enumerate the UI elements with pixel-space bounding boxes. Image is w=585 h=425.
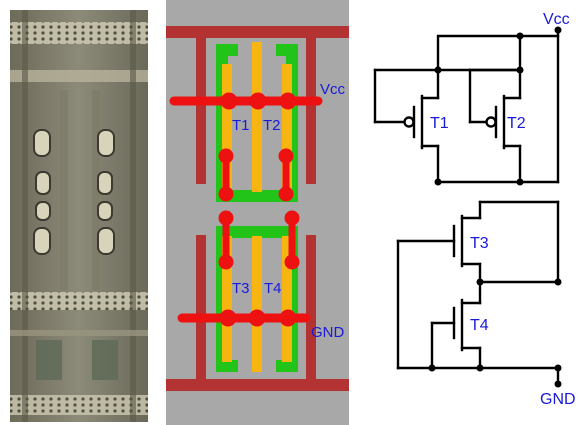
schematic-vcc-label: Vcc <box>543 11 570 28</box>
schematic-t2-label: T2 <box>507 115 526 132</box>
schematic-gnd-label: GND <box>540 391 576 408</box>
layout-t4-label: T4 <box>264 280 282 297</box>
die-photo-image <box>10 10 148 422</box>
schematic-t3-label: T3 <box>470 235 489 252</box>
schematic-t1-label: T1 <box>430 115 449 132</box>
schematic-t4-label: T4 <box>470 317 489 334</box>
metal-layer <box>166 26 349 391</box>
rail-layer <box>169 92 323 327</box>
layout-vcc-label: Vcc <box>320 81 346 98</box>
layout-gnd-label: GND <box>311 324 345 341</box>
poly-layer <box>222 42 292 372</box>
schematic-junctions <box>428 26 562 388</box>
layout-t3-label: T3 <box>232 280 250 297</box>
layout-t2-label: T2 <box>263 117 281 134</box>
schematic-diagram <box>373 28 560 386</box>
layout-t1-label: T1 <box>232 117 250 134</box>
layout-diagram: Vcc GND T1 T2 T3 T4 <box>166 0 349 425</box>
